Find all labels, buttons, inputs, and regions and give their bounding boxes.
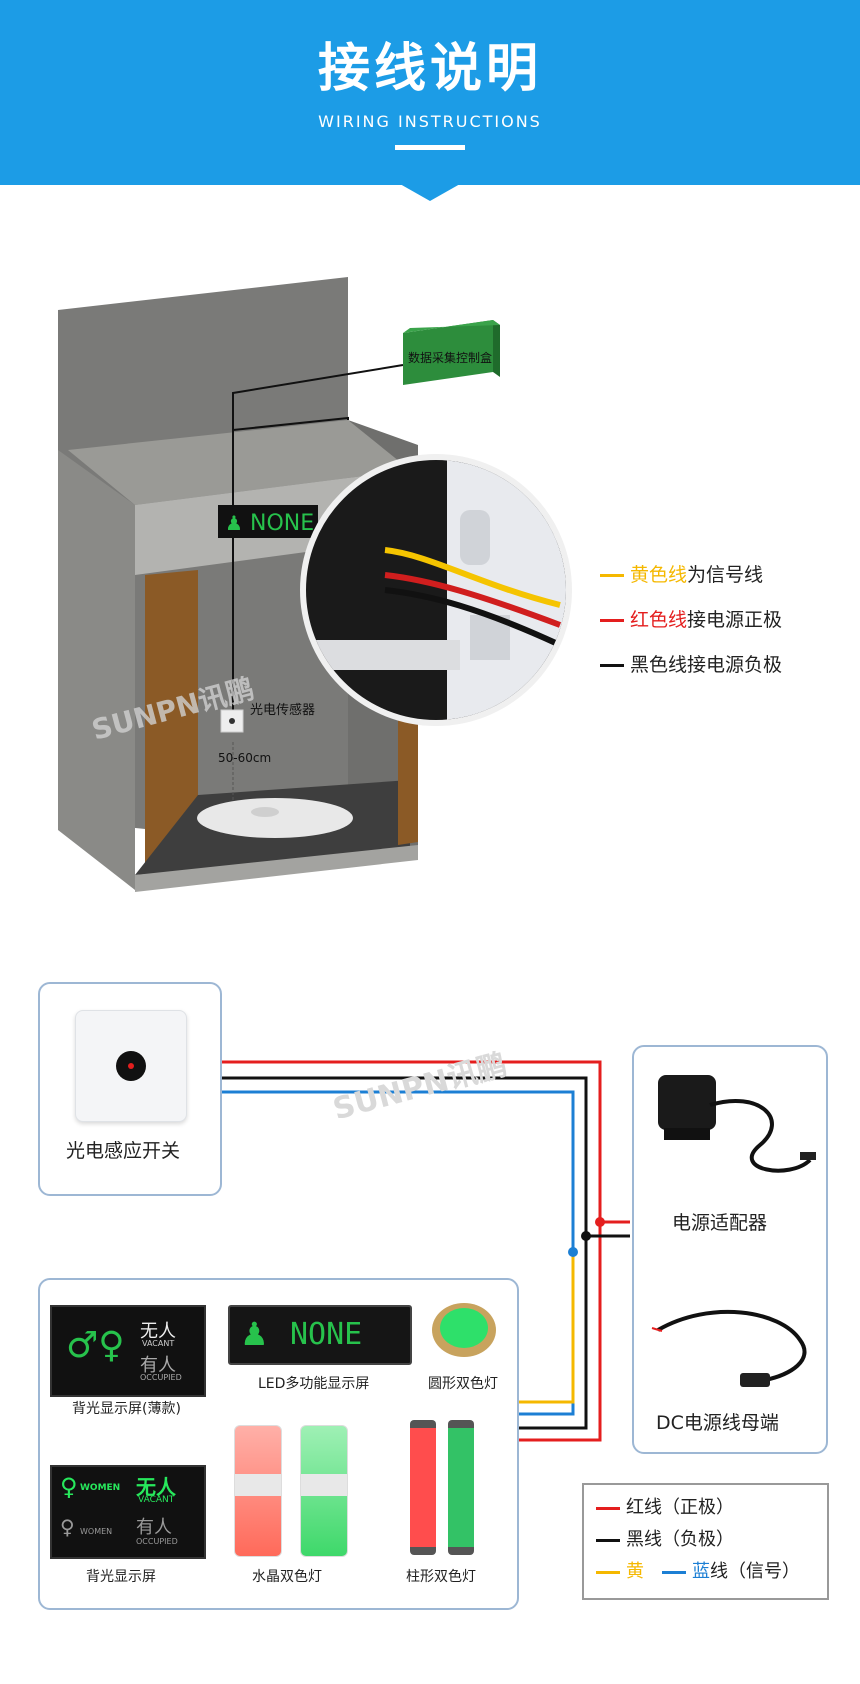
woman-icon-dim: ♀ <box>60 1515 75 1539</box>
distance-label: 50-60cm <box>218 751 271 765</box>
legend-black-line-icon <box>596 1538 620 1542</box>
pillar-light-green <box>448 1420 474 1555</box>
stall-top-frame <box>68 420 410 505</box>
note-black-text: 黑色线接电源负极 <box>630 654 783 676</box>
magnified-black-wire <box>384 587 562 648</box>
woman-icon: ♀ <box>60 1473 78 1501</box>
backlit-thin-label: 背光显示屏(薄款) <box>72 1401 181 1417</box>
pillar-light-label: 柱形双色灯 <box>406 1569 476 1585</box>
header-banner <box>0 0 860 185</box>
title-underline <box>395 145 465 150</box>
sensor-label: 光电传感器 <box>250 702 315 718</box>
dc-cable-image <box>651 1309 807 1387</box>
black-wire <box>186 1076 588 1430</box>
crystal-light-green <box>300 1425 348 1557</box>
stall-led-display <box>218 505 318 538</box>
crystal-light-label: 水晶双色灯 <box>252 1569 322 1585</box>
legend-red: 红线（正极） <box>596 1493 734 1519</box>
stall-right-door <box>398 700 418 845</box>
thin-sign-youren: 有人 <box>140 1355 176 1376</box>
dc-label: DC电源线母端 <box>656 1412 779 1434</box>
control-box-label: 数据采集控制盒 <box>408 350 492 365</box>
magnified-red-wire <box>384 572 562 628</box>
pillar-light-red <box>410 1420 436 1555</box>
legend-red-line-icon <box>596 1506 620 1510</box>
thin-sign-occupied: OCCUPIED <box>140 1373 182 1382</box>
stall-left-door <box>145 570 198 870</box>
sign-wunren: 无人 <box>136 1475 176 1499</box>
sensor-lens-icon <box>116 1051 146 1081</box>
thin-sign-vacant: VACANT <box>142 1339 175 1348</box>
page-subtitle: WIRING INSTRUCTIONS <box>318 112 542 131</box>
note-yellow-rest: 为信号线 <box>687 564 764 586</box>
legend-blue-rest: 线（信号） <box>710 1561 800 1582</box>
stall-bottom-edge <box>135 845 418 892</box>
squat-toilet <box>197 798 353 838</box>
legend-black: 黑线（负极） <box>596 1525 734 1551</box>
note-red: 红色线接电源正极 <box>600 605 782 632</box>
legend-blue-text: 蓝 <box>692 1561 710 1582</box>
legend-signal: 黄 蓝线（信号） <box>596 1557 800 1583</box>
crystal-light-red <box>234 1425 282 1557</box>
note-yellow: 黄色线为信号线 <box>600 560 763 587</box>
backlit-label: 背光显示屏 <box>86 1569 156 1585</box>
led-screen-device: ♟ NONE <box>228 1305 412 1365</box>
magnified-yellow-wire <box>384 547 561 608</box>
led-screen-text: NONE <box>290 1317 363 1352</box>
note-red-colored: 红色线 <box>630 609 688 631</box>
legend-red-text: 红线（正极） <box>626 1497 734 1518</box>
yellow-line-icon <box>600 574 624 577</box>
control-box <box>403 320 493 385</box>
legend-yellow-line-icon <box>596 1570 620 1574</box>
yellow-wire <box>515 1252 575 1404</box>
sign-women-dim: WOMEN <box>80 1527 113 1536</box>
power-adapter-image <box>658 1075 816 1173</box>
legend-black-text: 黑线（负极） <box>626 1529 734 1550</box>
page-title: 接线说明 <box>317 39 542 99</box>
round-light-label: 圆形双色灯 <box>428 1376 498 1392</box>
note-red-rest: 接电源正极 <box>687 609 783 631</box>
black-line-icon <box>600 664 624 667</box>
stall-led-person-icon: ♟ <box>225 511 243 535</box>
legend-blue-line-icon <box>662 1570 686 1574</box>
sensor-wire <box>232 364 404 720</box>
photo-switch-device <box>75 1010 187 1122</box>
red-line-icon <box>600 619 624 622</box>
thin-sign-wunren: 无人 <box>140 1321 176 1342</box>
sign-women: WOMEN <box>80 1483 121 1493</box>
header-notch <box>400 184 460 201</box>
note-yellow-colored: 黄色线 <box>630 564 688 586</box>
sign-occupied: OCCUPIED <box>136 1537 178 1546</box>
sign-youren: 有人 <box>136 1517 172 1538</box>
backlit-thin-device: ♂♀ 无人 VACANT 有人 OCCUPIED <box>50 1305 206 1397</box>
stall-left-panel <box>58 450 135 890</box>
switch-label: 光电感应开关 <box>66 1140 181 1162</box>
red-wire <box>186 1060 602 1442</box>
restroom-icon: ♂♀ <box>66 1325 125 1366</box>
led-person-icon: ♟ <box>240 1315 269 1353</box>
sign-vacant: VACANT <box>138 1495 175 1505</box>
note-black: 黑色线接电源负极 <box>600 650 782 677</box>
adapter-label: 电源适配器 <box>672 1212 768 1234</box>
legend-box: 红线（正极） 黑线（负极） 黄 蓝线（信号） <box>582 1483 829 1600</box>
backlit-device: ♀ WOMEN 无人 VACANT ♀ WOMEN 有人 OCCUPIED <box>50 1465 206 1559</box>
stall-illustration: 数据采集控制盒 ♟ NONE 光电传感器 50-60cm SUNPN讯鹏 <box>58 277 572 892</box>
legend-yellow-text: 黄 <box>626 1561 644 1582</box>
stall-led-text: NONE <box>250 511 314 536</box>
round-light-device <box>432 1303 496 1357</box>
led-screen-label: LED多功能显示屏 <box>258 1376 370 1392</box>
